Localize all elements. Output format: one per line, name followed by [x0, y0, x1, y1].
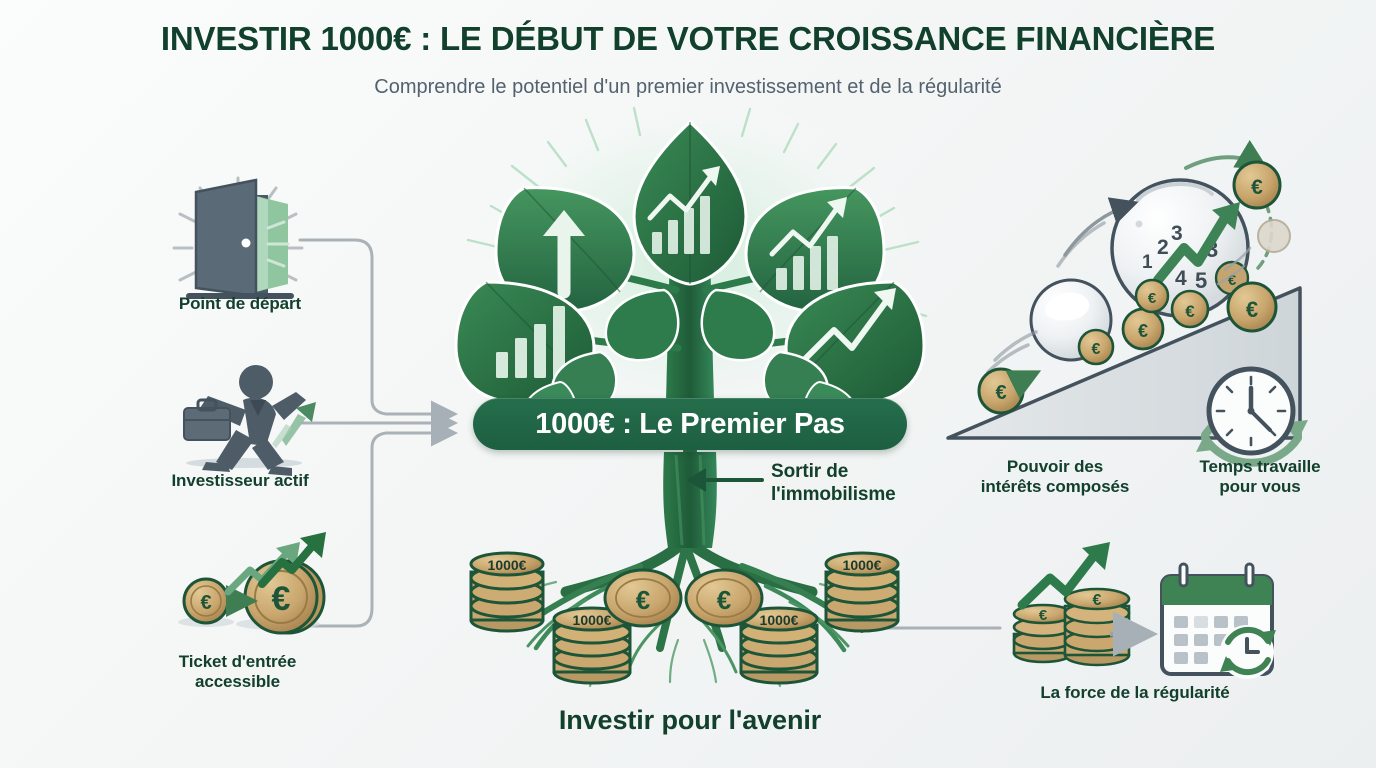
caption-ticket-entree: Ticket d'entrée accessible [130, 652, 345, 692]
caption-investir-pour-avenir: Investir pour l'avenir [558, 705, 822, 735]
slope-coin: € [977, 367, 1025, 415]
annotation-line2: l'immobilisme [771, 483, 896, 505]
svg-text:€: € [636, 585, 650, 615]
caption-temps-travaille: Temps travaille pour vous [1160, 457, 1360, 497]
growing-coins-icon: € € [178, 532, 326, 635]
slope-coin: € [1170, 289, 1210, 329]
coin-stack-1000-a: 1000€ [469, 551, 545, 633]
svg-text:€: € [717, 585, 731, 615]
coin-stack-label: 1000€ [573, 612, 612, 628]
snowball-number: 3 [1206, 237, 1218, 262]
slope-coin: € [1214, 260, 1250, 296]
loose-coin-left: € [603, 568, 683, 628]
svg-text:€: € [995, 382, 1006, 404]
coin-stack-label: 1000€ [843, 557, 882, 573]
caption-point-de-depart: Point de départ [178, 294, 302, 313]
calendar-icon [1160, 562, 1276, 679]
snowball-number: 1 [1142, 252, 1153, 273]
loose-coin-right: € [684, 568, 764, 628]
coin-stack-label: 1000€ [760, 612, 799, 628]
leaf-upper-right [744, 186, 886, 314]
caption-force-regularite: La force de la régularité [1040, 683, 1230, 702]
coin-stack-tall: € [1063, 587, 1131, 667]
slope-coin: € [1077, 328, 1115, 366]
caption-interets-composes: Pouvoir des intérêts composés [955, 457, 1155, 497]
slope-coin: € [1121, 307, 1165, 351]
coin-stack-1000-d: 1000€ [824, 551, 900, 633]
running-businessman-icon [183, 365, 316, 476]
caption-ticket-entree-line2: accessible [194, 672, 280, 692]
clock-cycle-icon [1196, 366, 1308, 467]
annotation-sortir-immobilisme: Sortir de l'immobilisme [771, 461, 941, 507]
svg-text:€: € [1092, 341, 1101, 358]
coin-stack-label: 1000€ [488, 557, 527, 573]
main-banner: 1000€ : Le Premier Pas [473, 398, 907, 450]
coins-calendar-icon: € € [1012, 542, 1276, 679]
slope-coin: € [1134, 278, 1170, 314]
snowball-number: 5 [1195, 268, 1207, 293]
svg-text:€: € [1093, 592, 1102, 609]
svg-text:€: € [1138, 321, 1148, 341]
svg-text:€: € [272, 580, 291, 618]
svg-text:€: € [1228, 272, 1237, 289]
svg-text:€: € [200, 592, 211, 614]
caption-temps-travaille-line1: Temps travaille [1199, 457, 1321, 476]
leaf-lower-left [454, 280, 596, 404]
svg-text:€: € [1185, 302, 1195, 321]
sortir-arrow [686, 468, 764, 492]
svg-text:€: € [1251, 176, 1263, 199]
snowball-slope-icon: 1 2 3 3 4 5 € [946, 139, 1302, 440]
snowball-number: 2 [1157, 236, 1169, 259]
open-door-icon [172, 176, 304, 299]
annotation-line1: Sortir de [771, 461, 849, 482]
coin-stack-1000-c: 1000€ [739, 606, 819, 685]
slope-coin: € [1226, 281, 1278, 333]
caption-ticket-entree-line1: Ticket d'entrée [178, 652, 297, 671]
svg-text:€: € [1039, 607, 1048, 624]
svg-text:€: € [1148, 290, 1157, 307]
snowball-number: 4 [1175, 267, 1187, 290]
caption-interets-composes-line1: Pouvoir des [1006, 457, 1104, 476]
slope-coin: € [1232, 160, 1282, 210]
page-title: INVESTIR 1000€ : LE DÉBUT DE VOTRE CROIS… [160, 20, 1216, 57]
caption-interets-composes-line2: intérêts composés [980, 477, 1130, 497]
svg-text:€: € [1246, 297, 1258, 322]
leaf-lower-right [784, 280, 926, 404]
leaf-upper-left [494, 186, 636, 314]
snowball-number: 3 [1171, 222, 1183, 245]
coin-stack-small: € [1012, 603, 1074, 664]
page-subtitle: Comprendre le potentiel d'un premier inv… [374, 76, 1002, 98]
leaf-top [632, 119, 748, 286]
coin-stack-1000-b: 1000€ [552, 606, 632, 685]
caption-investisseur-actif: Investisseur actif [171, 471, 309, 490]
caption-temps-travaille-line2: pour vous [1219, 477, 1301, 497]
